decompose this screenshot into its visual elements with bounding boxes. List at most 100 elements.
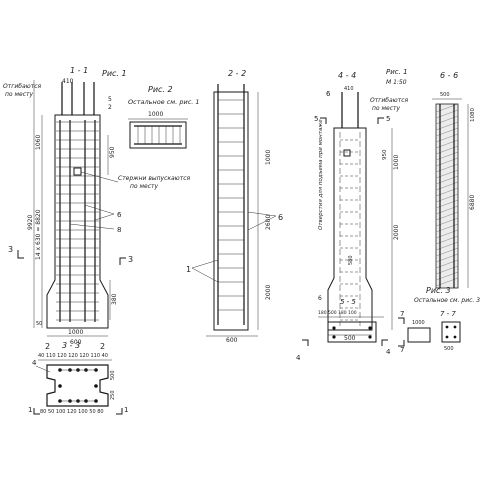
- sec33-mark-1a: 1: [28, 406, 32, 414]
- section-mark-5: [320, 117, 327, 124]
- fig3-rebar-dot: [453, 325, 457, 329]
- fig3-mark-7a: 7: [400, 310, 404, 318]
- section-mark-7: [398, 317, 405, 324]
- fig1-note-bend-2: по месту: [5, 91, 34, 98]
- fig3-title-77: 7 - 7: [440, 310, 456, 318]
- fig1-note-bars-1: Стержни выпускаются: [118, 175, 191, 182]
- sec22-title: 2 - 2: [228, 69, 246, 78]
- sec44-dim-580: 580: [348, 255, 354, 265]
- section-mark-3: [17, 250, 24, 259]
- section-2-2: 2 - 2 1000 2600 2000 6 1 600: [186, 69, 283, 344]
- fig1-label: Рис. 1: [102, 69, 127, 78]
- fig3-dim-1000: 1000: [412, 320, 425, 326]
- sec55-rebar-dot: [368, 326, 372, 330]
- sec66-dim-1080: 1080: [470, 108, 476, 122]
- fig1-callout-6: 6: [117, 211, 122, 219]
- sec44-note-lift: Отверстия для подъема при монтаже: [318, 119, 324, 230]
- sec55-outline: [327, 321, 377, 343]
- fig1-column-outline: [46, 114, 109, 329]
- section-mark-4: [302, 339, 309, 346]
- section-3-3: 3 - 3 40 110 120 120 120 110 40 4 500 25…: [28, 341, 128, 415]
- fig1-dim-950: 950: [109, 146, 116, 158]
- fig1-callout-5: 5: [108, 96, 112, 103]
- fig3-mark-7b: 7: [400, 346, 404, 354]
- sec22-dim-bottom: 600: [226, 337, 238, 344]
- section-mark-7: [398, 340, 405, 347]
- sec44-dim-410: 410: [344, 86, 354, 92]
- sec33-title: 3 - 3: [62, 341, 80, 350]
- fig1-dim-total: 9920: [27, 215, 34, 230]
- fig1-mark-2b: 2: [100, 342, 105, 351]
- sec55-mark-6: 6: [318, 295, 322, 302]
- sec55-rebar-dot: [332, 326, 336, 330]
- fig3-rebar-dot: [445, 335, 449, 339]
- fig1-callout-2: 2: [108, 104, 112, 111]
- fig1-leader: [94, 213, 115, 221]
- sec22-leader: [191, 267, 219, 283]
- fig2-label: Рис. 2: [148, 85, 173, 94]
- section-4-4: 4 - 4 Рис. 1 М 1:50 6 410 Отгибаются по …: [296, 68, 408, 362]
- sec33-dim-250: 250: [110, 390, 116, 400]
- sec33-rebar-dot: [58, 384, 62, 388]
- sec44-note-bend-2: по месту: [372, 105, 401, 112]
- fig1-section-mark: 1 - 1: [70, 66, 88, 75]
- section-mark-3: [119, 257, 126, 265]
- sec22-callout-1: 1: [186, 265, 191, 274]
- sec44-mark-5b: 5: [386, 115, 390, 123]
- sec44-mark-5a: 5: [314, 115, 318, 123]
- sec22-leader: [247, 211, 277, 217]
- sec66-dim-500: 500: [440, 92, 450, 98]
- fig2-outline: [129, 121, 187, 149]
- sec33-dim-500: 500: [110, 370, 116, 380]
- fig1-dim-formula: 14 х 630 = 8820: [35, 209, 42, 260]
- sec55-rebar-dot: [368, 335, 372, 339]
- fig1-note-bars-2: по месту: [130, 183, 159, 190]
- sec44-dim-500: 500: [344, 335, 356, 342]
- sec44-dim-950: 950: [382, 149, 388, 160]
- fig1-mark-3a: 3: [8, 245, 13, 254]
- sec33-outline: [46, 364, 109, 407]
- fig3-dim-500: 500: [444, 346, 454, 352]
- sec44-fig-label: Рис. 1: [386, 68, 408, 76]
- sec66-title: 6 - 6: [440, 71, 458, 80]
- fig1-dim-600: 600: [70, 339, 82, 346]
- fig1-note-bend-1: Отгибаются: [3, 83, 41, 90]
- fig1-mark-3b: 3: [128, 255, 133, 264]
- fig3-detail-b: [441, 321, 461, 343]
- sec44-dim-1000: 1000: [393, 155, 400, 170]
- section-mark-4: [381, 339, 388, 346]
- fig1-stirrups: [56, 121, 99, 321]
- sec44-note-bend-1: Отгибаются: [370, 97, 408, 104]
- fig1-mark-2a: 2: [45, 342, 50, 351]
- sec33-rebar-dots: [58, 368, 98, 403]
- sec22-dim-2600: 2600: [265, 215, 272, 230]
- sec33-callout-4: 4: [32, 359, 37, 367]
- fig1-dim-top2: 1060: [35, 135, 42, 150]
- fig2-note: Остальное см. рис. 1: [128, 98, 200, 106]
- sec44-insert: [343, 149, 351, 157]
- fig1-dim-380: 380: [111, 293, 118, 305]
- sec22-outline: [213, 91, 249, 331]
- sec66-dim-6880: 6880: [469, 195, 476, 210]
- fig2-dim-1000: 1000: [148, 111, 163, 118]
- sec44-ticks: [340, 139, 360, 321]
- fig1-leader: [80, 171, 119, 183]
- sec22-dim-1000: 1000: [265, 150, 272, 165]
- fig1-leader: [69, 223, 115, 230]
- fig3-rebar-dot: [453, 335, 457, 339]
- fig3-detail-a: [407, 327, 431, 343]
- section-5-5: 5 - 5 180 500 180 100 6 4: [318, 295, 391, 356]
- sec22-leader: [191, 259, 219, 269]
- fig3-details: Рис. 3 Остальное см. рис. 3 7 - 7 7 1000…: [398, 286, 480, 354]
- fig2-plan: Рис. 2 Остальное см. рис. 1 1000: [128, 85, 200, 149]
- sec66-outline: [435, 103, 459, 289]
- sec33-mark-1b: 1: [124, 406, 128, 414]
- fig3-rebar-dot: [445, 325, 449, 329]
- fig1-dim-1000: 1000: [68, 329, 83, 336]
- sec44-title: 4 - 4: [338, 71, 356, 80]
- section-6-6: 6 - 6 500 1080 6880: [432, 71, 476, 289]
- fig1-callout-8: 8: [117, 226, 121, 234]
- fig1-leader: [84, 204, 115, 215]
- section-mark-1: [116, 408, 123, 415]
